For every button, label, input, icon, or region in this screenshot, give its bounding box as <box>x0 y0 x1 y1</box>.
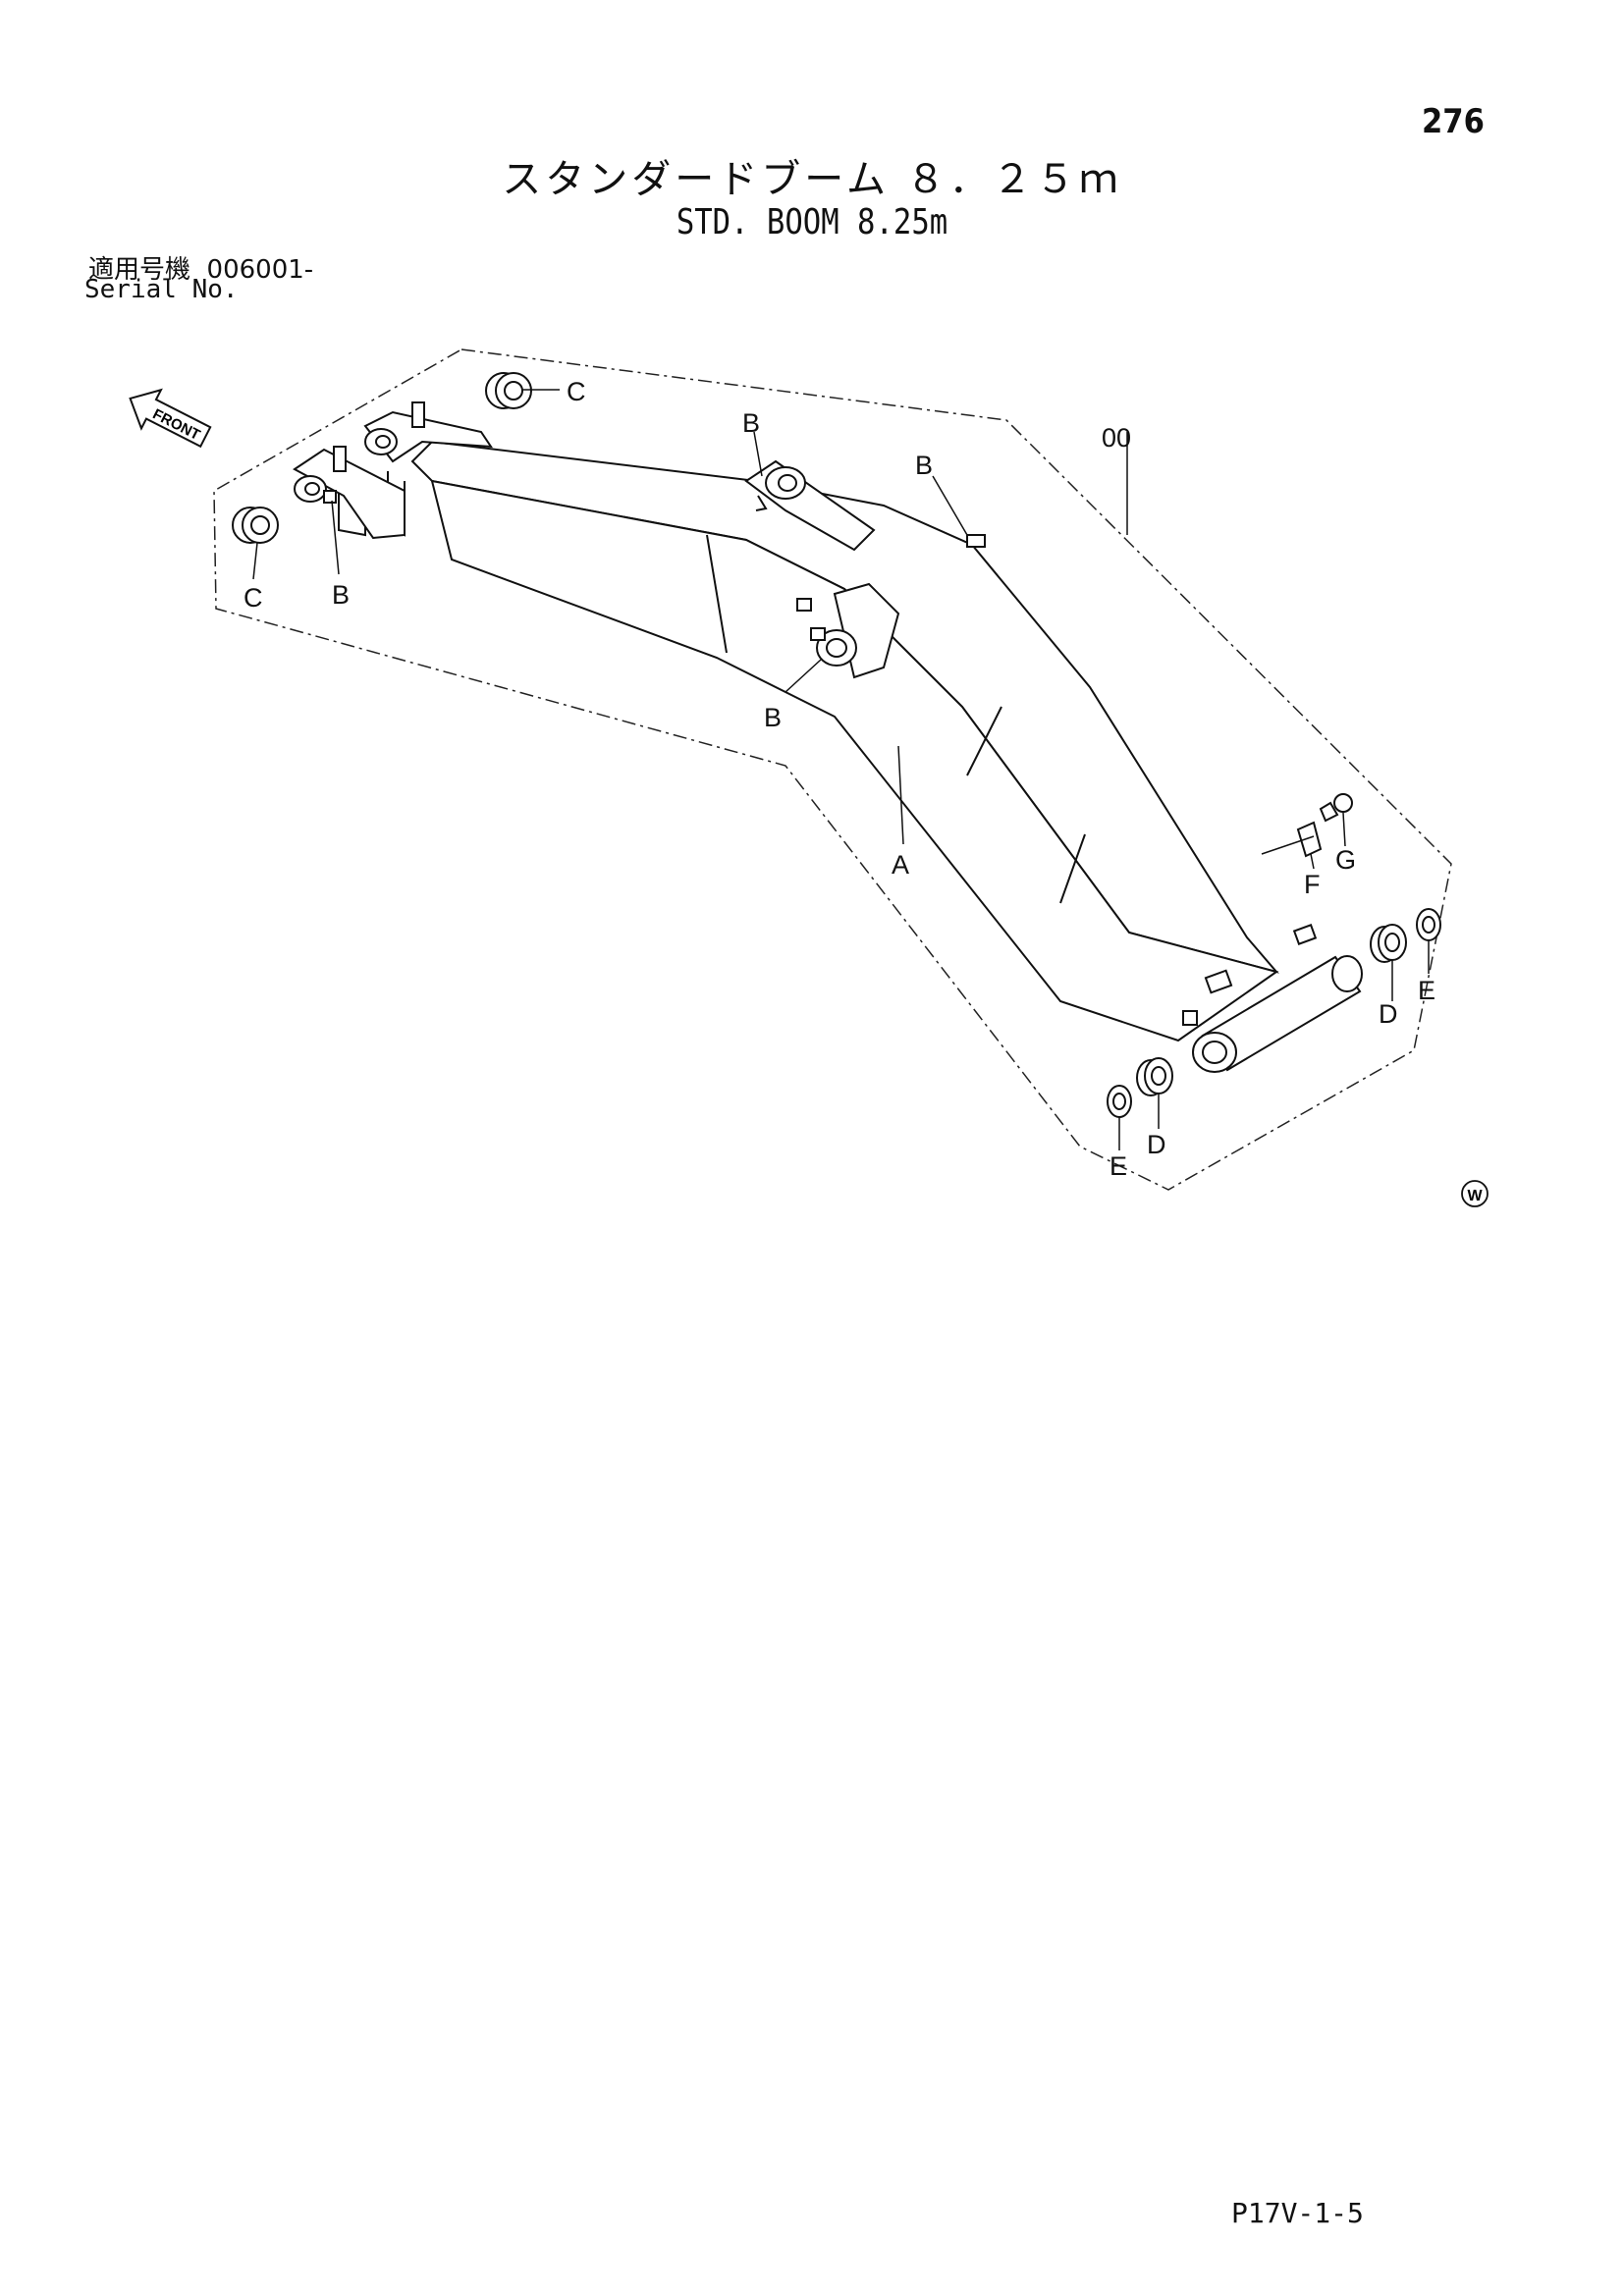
callout-pin-b3: B <box>332 580 350 610</box>
serial-number-value: 006001- <box>206 255 314 285</box>
boom-exploded-diagram: FRONT <box>129 348 1489 1207</box>
serial-number-row: 適用号機 006001- <box>88 249 313 286</box>
plate-f <box>1296 821 1323 858</box>
callout-bushing-d1: D <box>1379 999 1398 1029</box>
callout-assembly: 00 <box>1102 423 1131 453</box>
page-number: 276 <box>1422 102 1485 141</box>
seal-e-left <box>1107 1085 1132 1118</box>
boom-foot-lugs <box>293 401 493 540</box>
callout-seal-e1: E <box>1418 976 1435 1005</box>
boom-top-fitting <box>966 534 986 548</box>
callout-seal-e2: E <box>1110 1151 1127 1181</box>
callout-bushing-c1: C <box>567 377 586 406</box>
watermark-symbol: W <box>1467 1188 1483 1204</box>
callout-bolt-g: G <box>1335 845 1356 875</box>
callout-bushing-d2: D <box>1147 1130 1166 1159</box>
page-title-japanese: スタンダードブーム ８．２５ｍ <box>502 157 1122 202</box>
bushing-c-top <box>485 372 532 409</box>
bushing-d-left <box>1136 1057 1173 1096</box>
callout-pin-b4: B <box>764 703 782 732</box>
boom-body <box>338 440 1279 1042</box>
page-title-english: STD. BOOM 8.25m <box>676 202 948 242</box>
front-arrow-icon: FRONT <box>129 388 212 449</box>
middle-cylinder-bracket <box>796 582 900 679</box>
upper-cylinder-bracket <box>744 459 876 552</box>
seal-e-right <box>1416 908 1441 941</box>
serial-label-english: Serial No. <box>84 275 239 304</box>
callout-leader-lines <box>252 389 1430 1150</box>
callout-bushing-c2: C <box>244 583 263 613</box>
assembly-boundary <box>213 348 1452 1191</box>
bolt-g <box>1319 793 1353 823</box>
watermark-circle-icon: W <box>1461 1180 1489 1207</box>
drawing-reference-number: P17V-1-5 <box>1231 2197 1364 2229</box>
callout-pin-b2: B <box>915 451 933 480</box>
bushing-d-right <box>1370 924 1407 963</box>
bushing-c-left <box>232 507 279 544</box>
serial-label-japanese: 適用号機 <box>88 255 191 285</box>
boom-head-pin-tube <box>1182 924 1363 1073</box>
callout-plate-f: F <box>1304 870 1321 899</box>
callout-pin-b1: B <box>742 408 760 438</box>
callout-boom-body: A <box>892 850 909 880</box>
